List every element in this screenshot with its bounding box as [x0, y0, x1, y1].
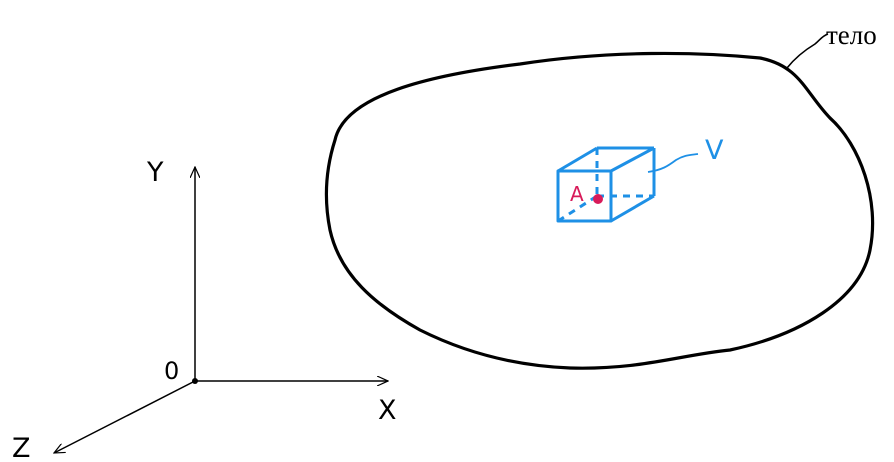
- body-outline: [324, 51, 875, 370]
- volume-cube: [556, 146, 656, 223]
- axis-z-label: Z: [12, 433, 31, 462]
- point-a-label: A: [570, 182, 584, 206]
- point-a-marker: [593, 194, 603, 204]
- z-axis: [54, 380, 196, 454]
- body-label: тело: [826, 20, 877, 50]
- cube-top-left-edge: [557, 146, 598, 173]
- axis-x-label: X: [378, 395, 397, 426]
- axis-y-label: Y: [146, 157, 164, 188]
- origin-point: [192, 378, 198, 384]
- origin-label: 0: [164, 357, 179, 385]
- cube-top-right-edge: [610, 146, 655, 173]
- body-label-leader: [786, 33, 829, 69]
- volume-label-leader: [647, 153, 699, 173]
- cube-bottom-right-edge: [610, 194, 655, 223]
- volume-label: V: [705, 135, 724, 166]
